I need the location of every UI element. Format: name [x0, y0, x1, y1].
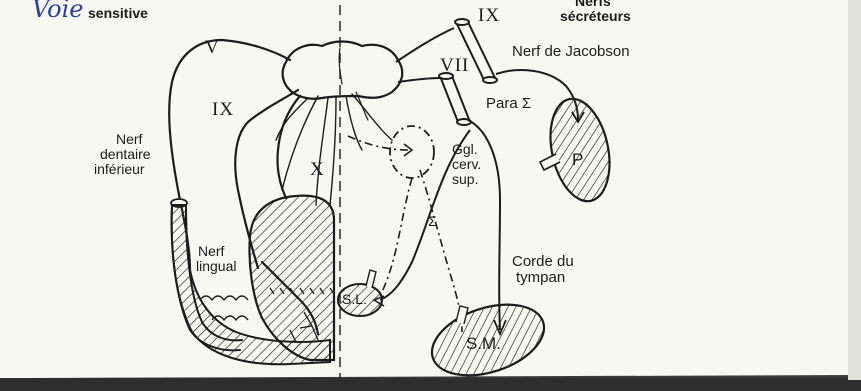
label-cerv: cerv. — [452, 157, 481, 172]
title-handwritten: Voie — [32, 2, 83, 17]
label-corde-2: tympan — [516, 270, 565, 285]
label-dentaire-3: inférieur — [94, 162, 145, 177]
header-right-line2: sécréteurs — [560, 9, 631, 24]
label-ggl: Ggl. — [452, 142, 478, 157]
paper-sheet — [0, 0, 861, 382]
label-para: Para Σ — [486, 96, 531, 111]
label-corde-1: Corde du — [512, 254, 574, 269]
label-vii: VII — [440, 58, 469, 73]
label-gland-sm: S.M. — [466, 336, 501, 351]
right-edge-shadow — [848, 0, 861, 380]
label-x: X — [310, 162, 325, 177]
bottom-shadow — [0, 378, 861, 391]
label-gland-sl: S.L. — [342, 292, 367, 307]
label-lingual-1: Nerf — [198, 244, 224, 259]
label-sigma: Σ — [428, 214, 437, 229]
label-dentaire-2: dentaire — [100, 147, 151, 162]
label-dentaire-1: Nerf — [116, 132, 142, 147]
label-gland-p: P — [572, 152, 583, 167]
label-jacobson: Nerf de Jacobson — [512, 44, 630, 59]
title-printed: sensitive — [88, 6, 148, 21]
label-ix-left: IX — [212, 102, 234, 117]
label-lingual-2: lingual — [196, 259, 236, 274]
label-v: V — [205, 40, 220, 55]
label-sup: sup. — [452, 172, 478, 187]
label-ix-top: IX — [478, 8, 500, 23]
